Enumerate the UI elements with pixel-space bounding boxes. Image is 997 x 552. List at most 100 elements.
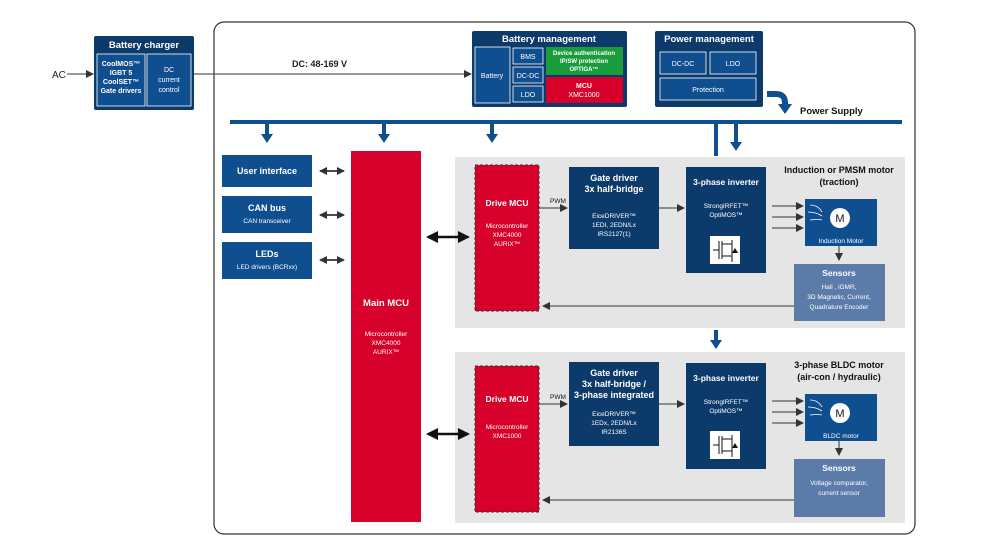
power-supply-arrow (767, 91, 788, 106)
auth-line: Device authentication (553, 51, 615, 57)
bm-dcdc-label: DC-DC (517, 73, 540, 80)
bm-ldo-label: LDO (521, 92, 536, 99)
bldc-inverter-title: 3-phase inverter (693, 373, 759, 383)
bldc-inverter-line: OptiMOS™ (709, 408, 742, 415)
main-mcu-line: XMC4000 (372, 340, 401, 347)
charger-title: Battery charger (109, 40, 180, 51)
bldc-gd-title: Gate driver (590, 368, 638, 378)
traction-drive-mcu-line: AURIX™ (494, 241, 520, 248)
traction-sensors-line: Quadrature Encoder (810, 304, 870, 311)
mosfet-icon (710, 236, 740, 264)
traction-sensors: Sensors Hall , iGMR, 3D Magnetic, Curren… (794, 264, 885, 321)
power-management: Power management DC-DC LDO Protection (655, 31, 763, 107)
traction-motor: M Induction Motor (805, 199, 877, 246)
bldc-motor-label: BLDC motor (823, 433, 860, 440)
power-supply-label: Power Supply (800, 106, 864, 117)
bldc-gd-line: IR2136S (601, 429, 627, 436)
peripheral-arrows (319, 167, 345, 264)
traction-inverter: 3-phase inverter StrongIRFET™ OptiMOS™ (686, 167, 766, 273)
traction-sensors-title: Sensors (822, 268, 856, 278)
bldc-gd-line: 1EDx, 2EDN/Lx (591, 420, 637, 427)
traction-inverter-line: OptiMOS™ (709, 212, 742, 219)
bldc-drive-mcu-title: Drive MCU (486, 394, 529, 404)
bldc-phase-arrows (772, 397, 804, 427)
bldc-gd-title: 3-phase integrated (574, 390, 654, 400)
charger-control-line: current (158, 77, 180, 84)
auth-line: IP/SW protection (560, 59, 608, 65)
bldc-sensors: Sensors Voltage comparator, current sens… (794, 459, 885, 517)
charger-line: Gate drivers (101, 88, 142, 95)
traction-motor-label: Induction Motor (819, 238, 865, 245)
bldc-drive-mcu-line: XMC1000 (493, 433, 522, 440)
pm-ldo-label: LDO (726, 61, 741, 68)
traction-motor-title: (traction) (820, 177, 859, 187)
bms-label: BMS (520, 54, 536, 61)
charger-control-line: control (158, 87, 179, 94)
traction-motor-symbol: M (835, 213, 844, 225)
bm-mcu-line: XMC1000 (568, 92, 599, 99)
bldc-motor-title: 3-phase BLDC motor (794, 360, 884, 370)
battery-label: Battery (481, 73, 504, 80)
battery-management: Battery management Battery BMS DC-DC LDO… (472, 31, 627, 107)
bldc-sensors-line: current sensor (818, 490, 860, 497)
power-supply-arrowhead (778, 104, 792, 114)
bldc-gd-title: 3x half-bridge / (582, 379, 647, 389)
mosfet-icon (710, 431, 740, 459)
traction-gate-driver: Gate driver 3x half-bridge EiceDRIVER™ 1… (569, 167, 659, 249)
power-bus (230, 120, 902, 124)
traction-sensors-line: Hall , iGMR, (821, 284, 856, 291)
bldc-drive-mcu-line: Microcontroller (486, 424, 529, 431)
traction-inverter-line: StrongIRFET™ (704, 203, 748, 210)
bldc-gd-line: EiceDRIVER™ (592, 411, 636, 418)
motor-icon (830, 208, 850, 228)
pm-dcdc-label: DC-DC (672, 61, 695, 68)
charger-line: CoolMOS™ (102, 61, 141, 68)
traction-inverter-title: 3-phase inverter (693, 177, 759, 187)
dc-label: DC: 48-169 V (292, 59, 347, 69)
leds-box: LEDs LED drivers (BCRxx) (222, 242, 312, 279)
can-bus-box: CAN bus CAN transceiver (222, 196, 312, 233)
bm-mcu-line: MCU (576, 83, 592, 90)
bldc-motor-symbol: M (835, 408, 844, 420)
user-interface-box: User interface (222, 155, 312, 187)
leds-title: LEDs (255, 249, 278, 259)
traction-gd-line: IRS2127(1) (597, 231, 630, 238)
traction-gd-line: 1EDI, 2EDN/Lx (592, 222, 637, 229)
traction-phase-arrows (772, 202, 804, 232)
main-mcu-line: Microcontroller (365, 331, 408, 338)
battery-mgmt-title: Battery management (502, 34, 597, 45)
traction-drive-mcu-line: Microcontroller (486, 223, 529, 230)
traction-pwm-label: PWM (550, 198, 566, 205)
bldc-sensors-line: Voltage comparator, (810, 480, 868, 487)
pm-protection-label: Protection (692, 87, 724, 94)
bldc-drive-mcu: Drive MCU Microcontroller XMC1000 (474, 365, 540, 513)
charger-line: CoolSET™ (103, 79, 139, 86)
traction-gd-title: 3x half-bridge (584, 184, 643, 194)
ac-label: AC (52, 70, 66, 81)
motor-icon (830, 403, 850, 423)
traction-gd-line: EiceDRIVER™ (592, 213, 636, 220)
can-bus-sub: CAN transceiver (243, 218, 291, 225)
traction-drive-mcu-title: Drive MCU (486, 198, 529, 208)
charger-control-line: DC (164, 67, 174, 74)
can-bus-title: CAN bus (248, 203, 286, 213)
bldc-pwm-label: PWM (550, 394, 566, 401)
bldc-motor: M BLDC motor (805, 394, 877, 441)
bus-down-arrows (261, 124, 742, 349)
bldc-inverter: 3-phase inverter StrongIRFET™ OptiMOS™ (686, 363, 766, 469)
power-mgmt-title: Power management (664, 34, 755, 45)
bldc-motor-title: (air-con / hydraulic) (797, 372, 881, 382)
traction-drive-mcu-line: XMC4000 (493, 232, 522, 239)
traction-motor-title: Induction or PMSM motor (784, 165, 894, 175)
bldc-gate-driver: Gate driver 3x half-bridge / 3-phase int… (569, 362, 659, 446)
main-mcu-line: AURIX™ (373, 349, 399, 356)
charger-line: IGBT 5 (110, 70, 133, 77)
traction-gd-title: Gate driver (590, 173, 638, 183)
traction-drive-mcu: Drive MCU Microcontroller XMC4000 AURIX™ (474, 164, 540, 312)
bldc-sensors-title: Sensors (822, 463, 856, 473)
leds-sub: LED drivers (BCRxx) (237, 264, 297, 271)
main-mcu-title: Main MCU (363, 298, 409, 309)
user-interface-label: User interface (237, 166, 297, 176)
bldc-inverter-line: StrongIRFET™ (704, 399, 748, 406)
battery-charger: Battery charger CoolMOS™ IGBT 5 CoolSET™… (94, 36, 194, 110)
